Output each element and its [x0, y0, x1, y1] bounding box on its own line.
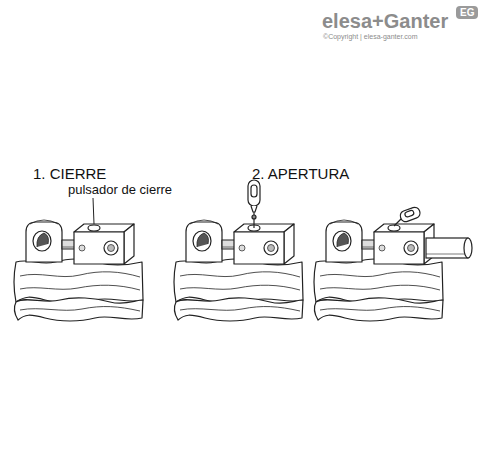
step-heading: 1. CIERRE: [33, 166, 106, 183]
part-name: pulsador de cierre: [68, 183, 172, 197]
key: [248, 180, 260, 228]
step-heading: 2. APERTURA: [252, 166, 349, 183]
brand-badge: EG: [456, 6, 478, 19]
brand-logo: elesa+Ganter: [322, 10, 448, 32]
leader-line: [93, 198, 94, 224]
copyright-note: ©Copyright | elesa-ganter.com: [323, 33, 418, 41]
key-turned: [388, 206, 421, 231]
released-pin: [426, 238, 472, 258]
